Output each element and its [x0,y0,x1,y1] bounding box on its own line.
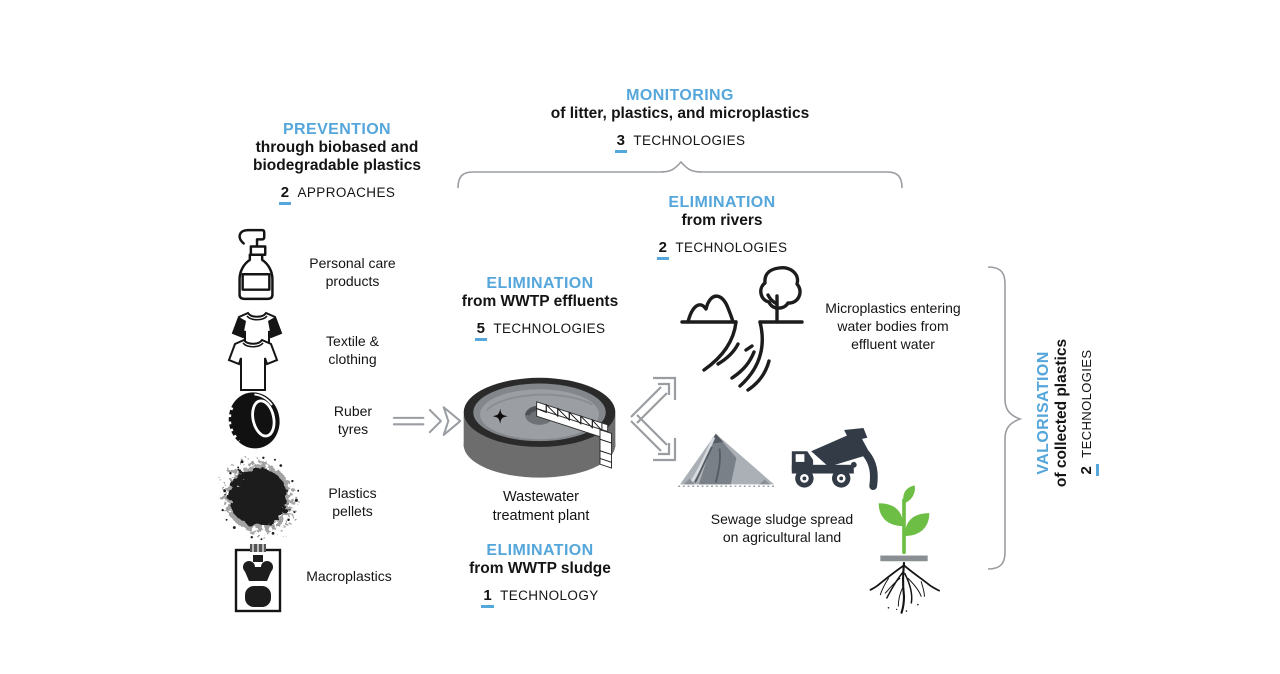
section-count: 3 TECHNOLOGIES [500,132,860,154]
source-label: Macroplastics [306,568,392,584]
section-subtitle: from WWTP sludge [469,560,611,578]
section-title: VALORISATION [1035,351,1052,475]
section-subtitle: of collected plastics [1053,338,1071,488]
source-label: Personal care products [309,255,396,289]
count-number: 3 [614,132,628,154]
brace-right-icon [986,264,1026,572]
count-unit: TECHNOLOGY [500,588,599,604]
section-elimination-sludge: ELIMINATION from WWTP sludge 1 TECHNOLOGY [432,542,648,609]
count-number: 5 [474,320,488,342]
section-count: 2 TECHNOLOGIES [616,239,828,261]
section-elimination-rivers: ELIMINATION from rivers 2 TECHNOLOGIES [616,194,828,261]
brace-top-icon [455,160,905,190]
plant-roots-icon [864,482,944,616]
river-icon [676,262,808,394]
tyre-icon [226,388,286,452]
count-unit: TECHNOLOGIES [493,321,606,337]
section-count: 2 APPROACHES [225,184,449,206]
wwtp-tank-icon [456,362,624,480]
count-number: 2 [278,184,292,206]
count-unit: TECHNOLOGIES [675,240,788,256]
section-subtitle: through biobased and biodegradable plast… [253,139,421,175]
section-title: PREVENTION [282,121,391,138]
count-unit: TECHNOLOGIES [633,133,746,149]
count-unit: TECHNOLOGIES [1079,349,1095,458]
section-monitoring: MONITORING of litter, plastics, and micr… [500,87,860,154]
source-label: Textile & clothing [326,333,379,367]
split-arrow-icon [627,376,679,462]
sludge-caption: Sewage sludge spread on agricultural lan… [710,511,854,545]
crushed-bottle-icon [233,542,283,614]
section-count: 2 TECHNOLOGIES [1078,328,1100,498]
section-title: ELIMINATION [486,542,594,559]
count-number: 2 [1078,463,1100,477]
river-caption: Microplastics entering water bodies from… [825,300,961,352]
section-subtitle: from rivers [681,212,763,230]
pump-bottle-icon [230,226,282,302]
section-subtitle: from WWTP effluents [461,293,619,311]
wwtp-caption: Wastewater treatment plant [492,489,590,524]
count-number: 1 [481,587,495,609]
source-label: Plastics pellets [328,485,377,519]
section-title: ELIMINATION [486,275,594,292]
section-valorisation: VALORISATION of collected plastics 2 TECH… [1035,328,1100,498]
flow-arrow-icon [392,404,464,440]
section-title: MONITORING [626,87,734,104]
count-number: 2 [656,239,670,261]
pellets-icon [213,450,305,546]
section-subtitle: of litter, plastics, and microplastics [550,105,810,123]
section-title: ELIMINATION [668,194,776,211]
dump-truck-icon [783,428,881,490]
source-label: Ruber tyres [333,403,373,437]
section-elimination-effluents: ELIMINATION from WWTP effluents 5 TECHNOL… [432,275,648,342]
section-prevention: PREVENTION through biobased and biodegra… [225,121,449,206]
section-count: 1 TECHNOLOGY [432,587,648,609]
sludge-pile-icon [676,428,778,490]
section-count: 5 TECHNOLOGIES [432,320,648,342]
tshirts-icon [225,310,289,394]
count-unit: APPROACHES [297,185,396,201]
